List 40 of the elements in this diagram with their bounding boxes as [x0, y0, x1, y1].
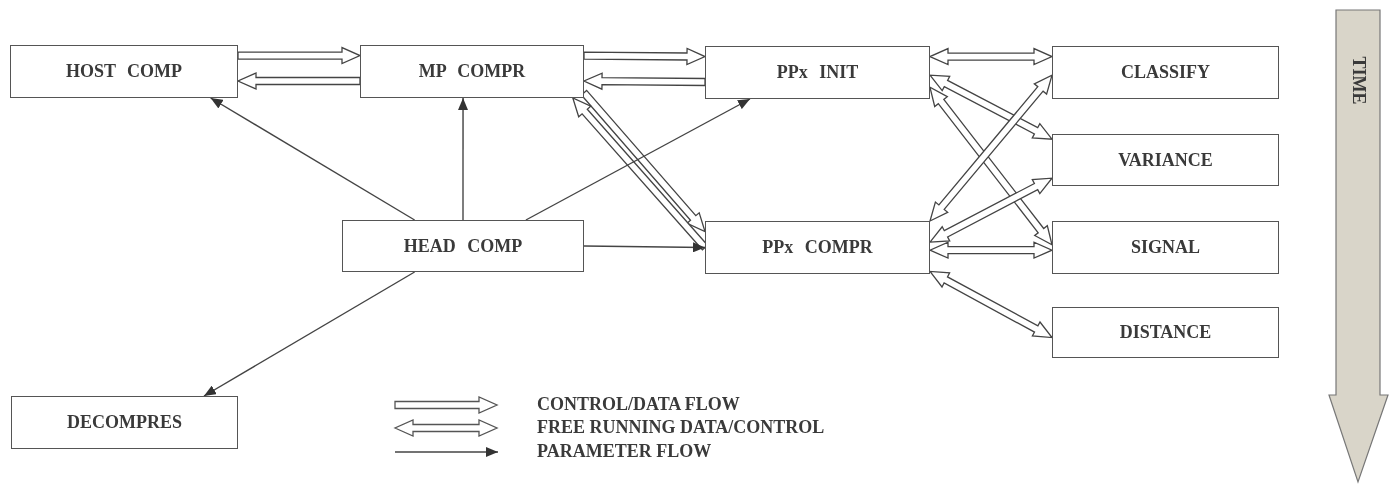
- node-label: MP COMPR: [418, 61, 526, 82]
- process-box: [705, 46, 930, 99]
- process-box: [342, 220, 584, 272]
- process-box: [705, 221, 930, 274]
- arrow: [582, 72, 706, 91]
- node-label: HEAD COMP: [403, 235, 523, 257]
- process-box: [1052, 221, 1279, 274]
- arrow: [525, 98, 751, 221]
- node-label: PPx COMPR: [762, 237, 873, 258]
- axis-label: TIME: [1347, 56, 1369, 104]
- process-box: [11, 396, 238, 449]
- arrow: [928, 47, 1054, 66]
- arrow: [928, 74, 1054, 140]
- process-box: [1052, 307, 1279, 358]
- arrow: [583, 242, 706, 253]
- arrow: [236, 72, 361, 90]
- arrow: [928, 241, 1054, 260]
- legend-label: PARAMETER FLOW: [537, 441, 712, 462]
- arrow: [928, 270, 1054, 339]
- arrow: [203, 271, 416, 397]
- process-box: [10, 45, 238, 98]
- node-label: VARIANCE: [1118, 149, 1213, 171]
- process-box: [360, 45, 584, 98]
- arrow: [458, 97, 469, 221]
- node-label: DECOMPRES: [67, 412, 182, 433]
- arrow: [929, 86, 1053, 247]
- process-box: [1052, 134, 1279, 186]
- arrow: [209, 97, 416, 221]
- legend-label: CONTROL/DATA FLOW: [537, 394, 740, 415]
- legend-label: FREE RUNNING DATA/CONTROL: [537, 417, 825, 438]
- process-box: [1052, 46, 1279, 99]
- node-label: CLASSIFY: [1121, 62, 1210, 83]
- node-label: DISTANCE: [1119, 322, 1212, 343]
- node-label: SIGNAL: [1131, 237, 1200, 258]
- node-label: HOST COMP: [65, 61, 183, 82]
- arrow: [237, 46, 362, 65]
- arrow: [583, 47, 707, 66]
- arrow: [928, 177, 1054, 243]
- node-label: PPx INIT: [776, 62, 859, 83]
- arrow: [928, 73, 1054, 223]
